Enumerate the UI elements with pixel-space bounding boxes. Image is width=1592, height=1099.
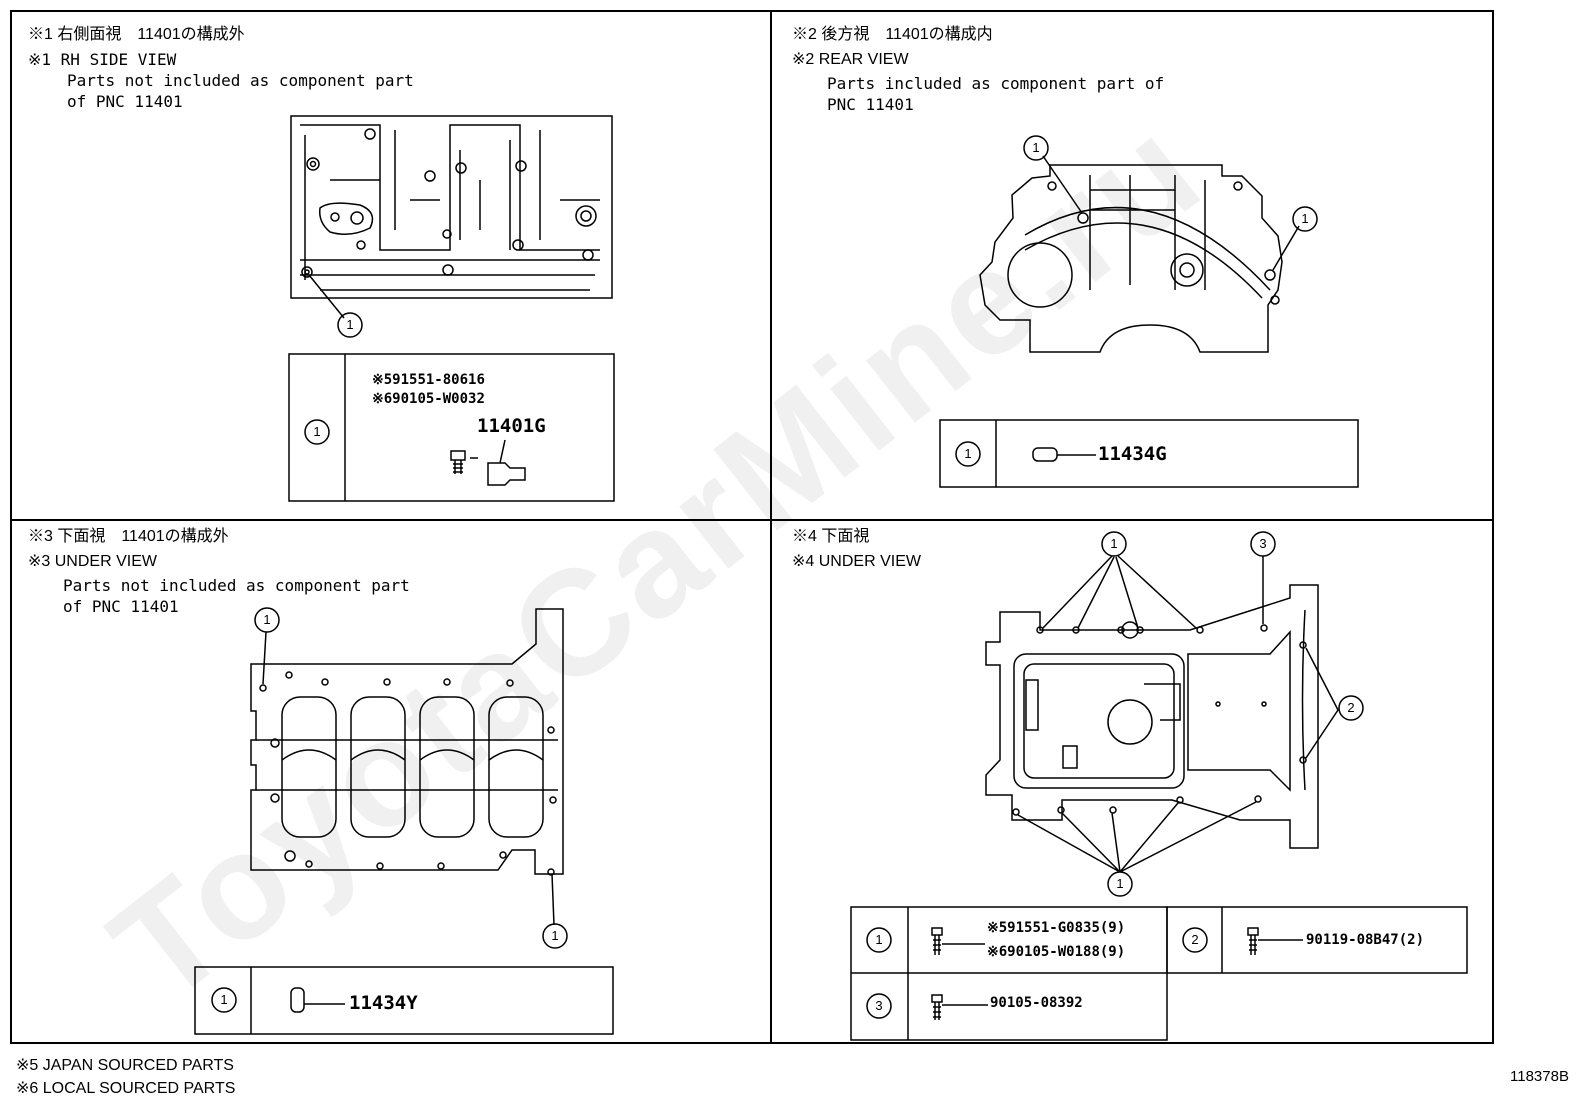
rh-title-jp: ※1 右側面視 11401の構成外 [28,26,245,43]
legend-grid-under4 [850,906,1468,1041]
under3-legend-number: 1 [220,992,228,1007]
rear-engine-block [979,155,1300,353]
under3-title-en: ※3 UNDER VIEW [28,553,157,570]
footer-note-japan: ※5 JAPAN SOURCED PARTS [16,1057,234,1074]
under4-legend-number-3: 3 [875,998,883,1013]
under3-callout-a: 1 [263,612,271,627]
rear-desc-line2: PNC 11401 [827,95,914,114]
legend-box-rear [939,419,1359,488]
dowel-pin-icon [1032,447,1096,462]
rear-title-en: ※2 REAR VIEW [792,51,909,68]
callout-circle [337,312,363,338]
under3-desc-line2: of PNC 11401 [63,597,179,616]
under3-desc-line1: Parts not included as component part [63,576,410,595]
under4-callout-3: 3 [1259,536,1267,551]
rh-part-b: ※690105-W0032 [372,391,485,407]
rh-part-main: 11401G [477,415,546,437]
under3-title-jp: ※3 下面視 11401の構成外 [28,528,229,545]
rear-part-main: 11434G [1098,443,1167,465]
rear-legend-number: 1 [964,446,972,461]
legend-box-rh [288,353,615,502]
rh-part-a: ※591551-80616 [372,372,485,388]
under4-title-jp: ※4 下面視 [792,528,870,545]
figure-id: 118378B [1510,1068,1569,1085]
under4-legend-1-part-a: ※591551-G0835(9) [987,920,1126,936]
under4-legend-1-part-b: ※690105-W0188(9) [987,944,1126,960]
rh-desc-line2: of PNC 11401 [67,92,183,111]
rh-legend-number: 1 [313,424,321,439]
legend-box-under3 [194,966,614,1035]
diagram-frame [10,10,1494,1044]
rear-title-jp: ※2 後方視 11401の構成内 [792,26,993,43]
under3-callout-b: 1 [551,928,559,943]
horizontal-divider [10,519,1494,521]
rear-callout-a: 1 [1032,140,1040,155]
rh-callout-number: 1 [346,317,354,332]
under-block-3 [250,608,564,926]
rear-desc-line1: Parts included as component part of [827,74,1165,93]
under4-callout-bottom: 1 [1116,876,1124,891]
under4-callout-top: 1 [1110,536,1118,551]
rear-callout-b: 1 [1301,211,1309,226]
under3-part-main: 11434Y [349,992,418,1014]
bolt-icon [450,450,478,474]
under-block-4 [985,555,1339,873]
under4-legend-number-2: 2 [1191,932,1199,947]
rh-title-en: ※1 RH SIDE VIEW [28,50,177,69]
under4-callout-2: 2 [1347,700,1355,715]
dowel-pin-icon-2 [290,987,345,1013]
under4-title-en: ※4 UNDER VIEW [792,553,921,570]
sensor-icon [487,439,526,486]
vertical-divider [770,10,772,1044]
under4-legend-number-1: 1 [875,932,883,947]
under4-legend-3-part: 90105-08392 [990,995,1083,1011]
rh-side-engine-block [290,115,613,319]
under4-legend-2-part: 90119-08B47(2) [1306,932,1425,948]
footer-note-local: ※6 LOCAL SOURCED PARTS [16,1080,236,1097]
rh-desc-line1: Parts not included as component part [67,71,414,90]
